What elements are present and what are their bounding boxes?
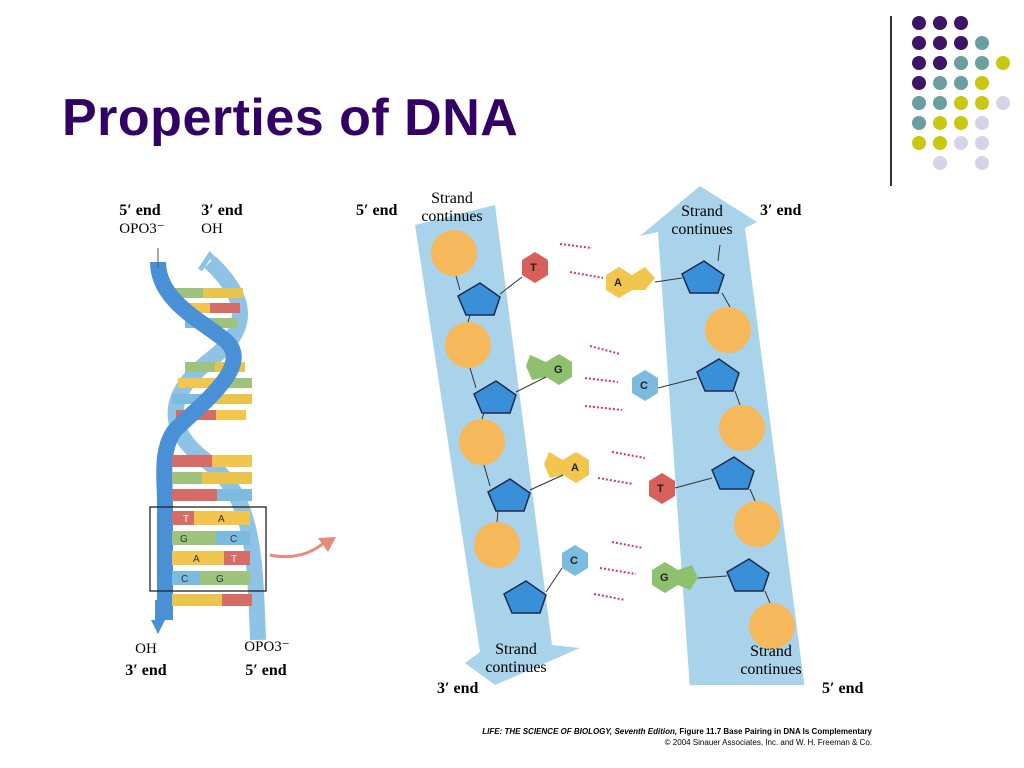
pair-4-right-base: G: [660, 572, 669, 584]
boxed-pair-1-right: A: [218, 514, 225, 525]
helix-bottom-left-end-label: 3′ end: [125, 662, 167, 679]
pair-1-right-base: A: [614, 277, 622, 289]
pair-3-right-base: T: [657, 483, 664, 495]
dot: [912, 96, 926, 110]
base-g-2: [546, 354, 572, 385]
base-a-3: [563, 452, 589, 483]
helix-bottom-arrow-icon: [151, 620, 165, 634]
dot: [975, 76, 989, 90]
helix-front-strand: [150, 261, 242, 620]
dot: [954, 56, 968, 70]
detail-top-right-end-label: 3′ end: [760, 202, 802, 219]
dot: [954, 36, 968, 50]
base-a-1: [606, 267, 632, 298]
strand-continues-top-right: Strand continues: [671, 203, 733, 238]
boxed-pair-4-right: G: [216, 574, 224, 585]
helix-top-right-group-label: OH: [201, 221, 223, 237]
slide-title: Properties of DNA: [62, 89, 519, 147]
detail-pointer-arrow-icon: [269, 540, 326, 559]
divider-line: [890, 16, 892, 186]
hydrogen-bond: [559, 243, 593, 249]
dot: [912, 16, 926, 30]
dot: [912, 136, 926, 150]
dot: [933, 116, 947, 130]
highlight-box: [149, 506, 267, 592]
pair-4-left-base: C: [570, 555, 578, 567]
dot: [933, 36, 947, 50]
dot: [996, 96, 1010, 110]
dot: [933, 56, 947, 70]
boxed-pair-2-left: G: [180, 534, 188, 545]
dot: [933, 16, 947, 30]
figure-caption-title: Figure 11.7 Base Pairing in DNA Is Compl…: [677, 727, 872, 736]
left-sugar-rings: [457, 282, 547, 614]
figure-caption-line-1: LIFE: THE SCIENCE OF BIOLOGY, Seventh Ed…: [482, 727, 872, 736]
dot: [912, 56, 926, 70]
dot: [975, 56, 989, 70]
dot: [954, 96, 968, 110]
backbone-bonds: [455, 244, 771, 604]
detail-bottom-right-end-label: 5′ end: [822, 680, 864, 697]
pair-1-left-base: T: [530, 262, 537, 274]
dot: [954, 116, 968, 130]
detail-bottom-left-end-label: 3′ end: [437, 680, 479, 697]
helix-base-pairs-lower: [172, 455, 252, 606]
detail-top-left-end-label: 5′ end: [356, 202, 398, 219]
helix-bottom-right-group-label: OPO3⁻: [244, 639, 290, 655]
dot: [933, 96, 947, 110]
strand-continues-top-left: Strand continues: [421, 190, 483, 225]
dot: [912, 116, 926, 130]
pair-2-left-base: G: [554, 364, 563, 376]
boxed-pair-4-left: C: [181, 574, 188, 585]
double-helix-diagram: T A G C A T C G: [149, 248, 336, 640]
dot: [954, 76, 968, 90]
figure-caption-source: LIFE: THE SCIENCE OF BIOLOGY, Seventh Ed…: [482, 727, 678, 736]
dot: [912, 76, 926, 90]
helix-top-left-group-label: OPO3⁻: [119, 221, 165, 237]
dot: [933, 156, 947, 170]
dot: [975, 156, 989, 170]
boxed-pair-2-right: C: [230, 534, 237, 545]
dot: [954, 16, 968, 30]
dot: [954, 136, 968, 150]
dot: [975, 136, 989, 150]
helix-top-right-end-label: 3′ end: [201, 202, 243, 219]
dot: [996, 56, 1010, 70]
helix-bottom-right-end-label: 5′ end: [245, 662, 287, 679]
left-phosphate-groups: [431, 230, 520, 568]
figure-caption-line-2: © 2004 Sinauer Associates, Inc. and W. H…: [664, 738, 872, 747]
glycosidic-bonds: [499, 276, 728, 593]
base-t-3: [649, 473, 675, 504]
dot: [933, 136, 947, 150]
pair-2-right-base: C: [640, 380, 648, 392]
helix-top-arrow-icon: [197, 250, 224, 272]
right-sugar-rings: [681, 260, 770, 592]
dot: [975, 96, 989, 110]
strand-continues-bottom-right: Strand continues: [740, 643, 802, 678]
boxed-pair-1-left: T: [183, 514, 189, 525]
pair-3-left-base: A: [571, 462, 579, 474]
right-phosphate-groups: [705, 307, 795, 649]
base-t-1: [522, 252, 548, 283]
dot: [975, 36, 989, 50]
dot: [933, 76, 947, 90]
dot: [975, 116, 989, 130]
helix-top-left-end-label: 5′ end: [119, 202, 161, 219]
strand-continues-bottom-left: Strand continues: [485, 641, 547, 676]
helix-bottom-left-group-label: OH: [135, 641, 157, 657]
boxed-pair-3-right: T: [231, 554, 237, 565]
dot: [912, 36, 926, 50]
boxed-pair-3-left: A: [193, 554, 200, 565]
base-c-4: [562, 545, 588, 576]
hydrogen-bond: [569, 271, 604, 279]
base-c-2: [632, 370, 658, 401]
base-pairing-diagram: T A G C A T C G: [415, 186, 805, 685]
base-g-4: [652, 562, 678, 593]
